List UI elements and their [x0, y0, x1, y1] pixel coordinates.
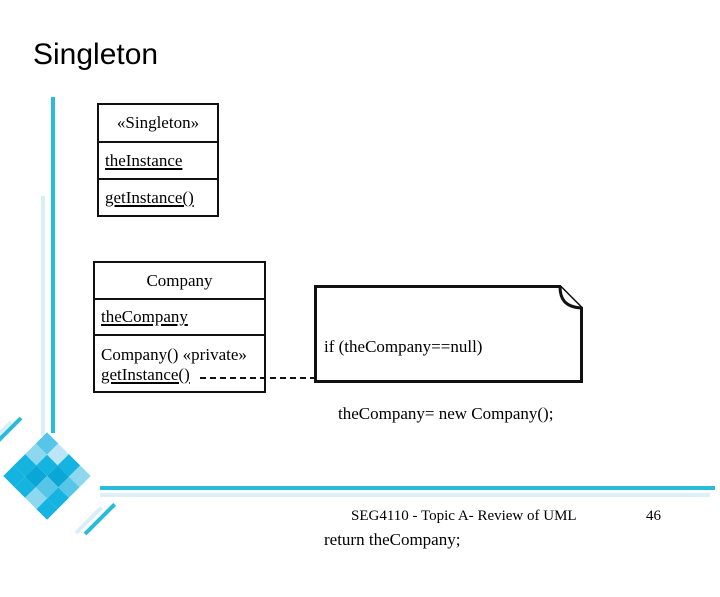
- note-spacer: [324, 471, 579, 485]
- slide-canvas: Singleton «Singleton» theInstance g: [0, 38, 715, 550]
- note-line-1: if (theCompany==null): [324, 336, 483, 356]
- singleton-stereotype: «Singleton»: [116, 113, 200, 133]
- note-line-2: theCompany= new Company();: [338, 404, 554, 424]
- uml-note-code: if (theCompany==null) theCompany= new Co…: [314, 285, 583, 549]
- note-anchor-dashed-line: [200, 377, 316, 379]
- decor-horizontal-line-accent: [100, 486, 715, 490]
- company-constructor: Company() «private»: [101, 345, 247, 365]
- company-class-name: Company: [146, 270, 213, 290]
- singleton-operation: getInstance(): [105, 187, 194, 207]
- decor-horizontal-line-faint: [100, 493, 710, 497]
- note-body: if (theCompany==null) theCompany= new Co…: [324, 291, 579, 597]
- singleton-operation-compartment: getInstance(): [99, 180, 217, 215]
- footer-course-label: SEG4110 - Topic A- Review of UML: [351, 508, 577, 524]
- uml-class-company: Company theCompany Company() «private» g…: [93, 261, 266, 393]
- company-attribute-compartment: theCompany: [95, 300, 264, 336]
- decor-vertical-line-faint: [41, 196, 45, 436]
- singleton-attribute: theInstance: [105, 150, 183, 170]
- uml-class-singleton: «Singleton» theInstance getInstance(): [97, 103, 219, 217]
- decor-vertical-line-accent: [51, 97, 55, 433]
- company-operation: getInstance(): [101, 364, 190, 384]
- company-operation-compartment: Company() «private» getInstance(): [95, 336, 264, 391]
- footer-page-number: 46: [646, 508, 661, 524]
- company-attribute: theCompany: [101, 307, 188, 327]
- company-name-compartment: Company: [95, 263, 264, 300]
- note-shape-icon: [314, 285, 583, 383]
- note-line-3: return theCompany;: [324, 530, 461, 550]
- singleton-attribute-compartment: theInstance: [99, 143, 217, 180]
- singleton-name-compartment: «Singleton»: [99, 105, 217, 143]
- page-title: Singleton: [33, 38, 159, 71]
- decor-diamond-logo: [3, 432, 91, 520]
